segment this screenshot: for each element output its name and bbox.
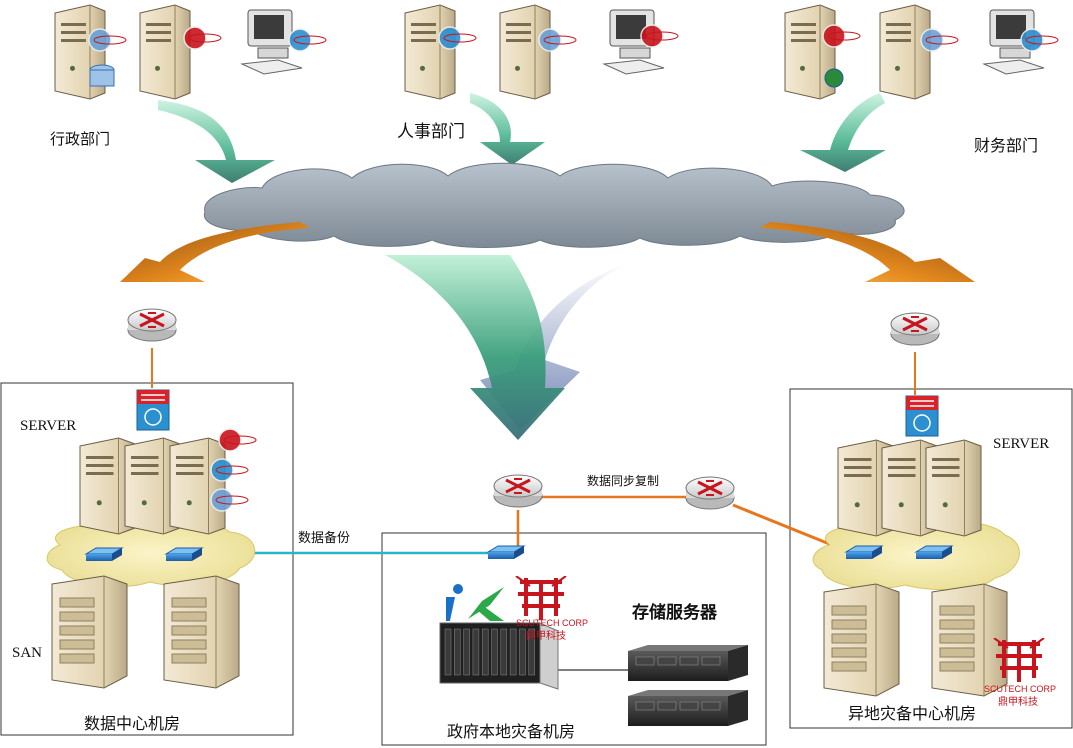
dept-hr-label: 人事部门	[397, 122, 465, 142]
right-san-1-icon	[823, 583, 900, 697]
globe-icon	[824, 68, 844, 88]
admin-app-badge-icon	[183, 26, 222, 50]
hr-db-badge-icon	[538, 28, 577, 52]
database-body-icon	[89, 69, 115, 87]
hr-app-server-icon	[404, 4, 456, 100]
hr-pc-badge-icon	[640, 24, 679, 48]
admin-db-badge-icon	[88, 28, 127, 52]
right-switch-2-icon	[914, 545, 954, 559]
arrow-hr-to-cloud	[470, 93, 545, 165]
left-san-2-icon	[163, 575, 240, 689]
storage-server-2-icon	[628, 690, 748, 726]
ik-logo-icon	[439, 584, 504, 621]
left-switch-2-icon	[164, 547, 204, 561]
right-site-box	[789, 388, 1073, 729]
right-server-label: SERVER	[993, 436, 1050, 452]
arrow-finance-to-cloud	[800, 93, 886, 172]
scutech-logo-icon	[515, 575, 567, 620]
right-uplink	[732, 503, 833, 547]
center-room-label: 政府本地灾备机房	[447, 722, 576, 741]
left-router-icon	[127, 308, 177, 342]
left-site-box	[0, 382, 294, 736]
scutech-logo-icon-right	[993, 637, 1045, 682]
arrow-admin-to-cloud	[158, 100, 275, 183]
admin-pc-badge-icon	[288, 28, 327, 52]
dept-admin-label: 行政部门	[50, 130, 111, 148]
admin-app-server-icon	[139, 4, 191, 100]
right-san-2-icon	[931, 583, 1008, 697]
scutech-logo-center	[512, 575, 570, 622]
admin-workstation-icon	[240, 9, 303, 75]
finance-web-badge-icon	[822, 24, 861, 48]
right-firewall-icon	[905, 395, 939, 437]
left-san-1-icon	[51, 575, 128, 689]
scutech-corp-center: SCUTECH CORP	[516, 618, 589, 628]
left-server-badge-2-icon	[210, 458, 249, 482]
left-firewall-icon	[136, 389, 170, 431]
left-switch-1-icon	[84, 547, 124, 561]
left-server-badge-3-icon	[210, 488, 249, 512]
hr-app-badge-icon	[438, 26, 477, 50]
storage-server-label: 存储服务器	[632, 603, 717, 623]
left-san-label: SAN	[12, 645, 43, 661]
center-site-box	[381, 532, 767, 746]
finance-pc-badge-icon	[1020, 28, 1059, 52]
sync-router-icon	[685, 476, 735, 510]
right-switch-1-icon	[844, 545, 884, 559]
hr-db-server-icon	[499, 4, 551, 100]
center-switch-icon	[486, 545, 526, 559]
arrow-cloud-to-center-green	[385, 255, 565, 440]
left-server-3-icon	[169, 437, 226, 535]
internet-cloud	[203, 162, 905, 248]
backup-link-label: 数据备份	[298, 531, 351, 546]
right-router-icon	[890, 312, 940, 346]
scutech-cn-center: 鼎甲科技	[526, 631, 566, 642]
left-room-label: 数据中心机房	[84, 714, 181, 733]
dept-finance-label: 财务部门	[974, 136, 1039, 155]
right-room-label: 异地灾备中心机房	[848, 704, 977, 723]
finance-db-server-icon	[879, 4, 931, 100]
storage-server-1-icon	[628, 645, 748, 681]
finance-db-badge-icon	[920, 28, 959, 52]
sync-link-label: 数据同步复制	[587, 474, 660, 488]
finance-web-server-icon	[784, 4, 836, 100]
scutech-corp-right: SCUTECH CORP	[984, 684, 1057, 694]
left-server-label: SERVER	[20, 418, 77, 434]
left-server-badge-1-icon	[218, 428, 257, 452]
right-server-3-icon	[925, 439, 982, 537]
arrow-cloud-to-left-site	[120, 222, 310, 282]
center-router-icon	[493, 474, 543, 508]
scutech-cn-right: 鼎甲科技	[998, 697, 1038, 708]
blade-storage-icon	[439, 622, 559, 690]
scutech-logo-right	[990, 637, 1048, 684]
ik-logo	[439, 583, 510, 623]
arrow-cloud-to-right-site	[760, 222, 975, 282]
